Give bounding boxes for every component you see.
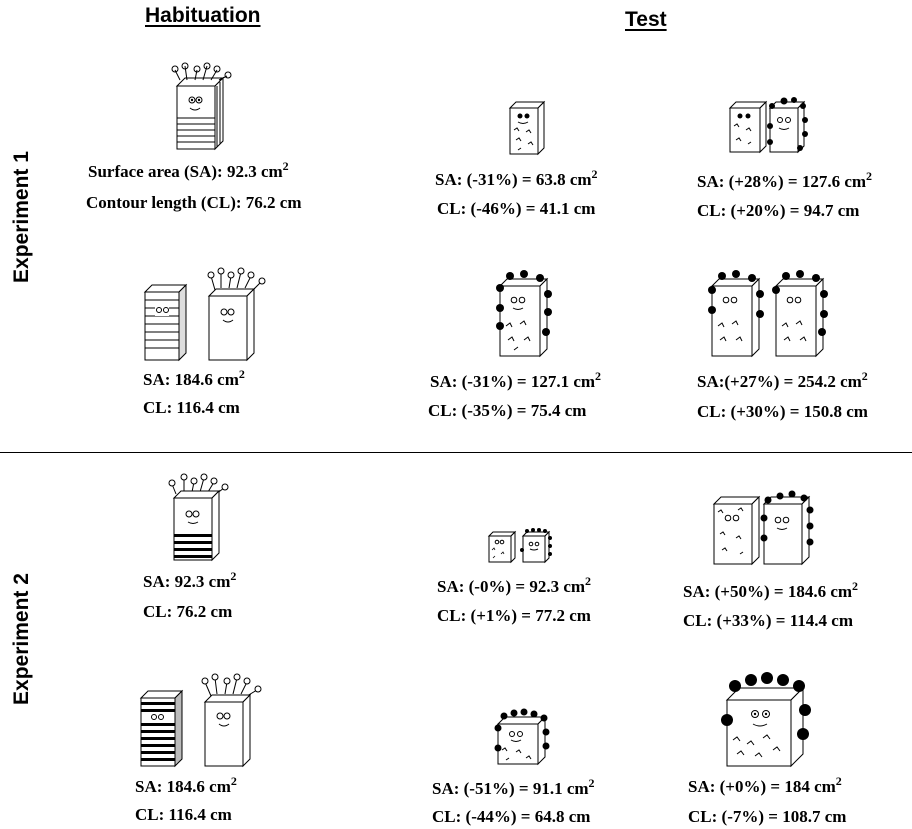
e1-r1-habituation-figure bbox=[171, 62, 232, 151]
e2-r1-habituation-sa: SA: 92.3 cm2 bbox=[143, 569, 237, 591]
e1-r1-test-2-figure bbox=[728, 97, 808, 154]
e1-r2-test-2-sa: SA:(+27%) = 254.2 cm2 bbox=[697, 369, 868, 391]
e1-r2-test-1-cl: CL: (-35%) = 75.4 cm bbox=[428, 401, 587, 420]
e1-r1-test-1-sa: SA: (-31%) = 63.8 cm2 bbox=[435, 167, 598, 189]
e1-r2-test-2-figure bbox=[708, 270, 828, 358]
e2-r2-habituation-sa: SA: 184.6 cm2 bbox=[135, 774, 237, 796]
e2-r1-test-2-figure bbox=[712, 490, 814, 566]
e1-r2-test-2-cl: CL: (+30%) = 150.8 cm bbox=[697, 402, 868, 421]
e2-r1-test-1-figure bbox=[487, 528, 552, 564]
e2-r2-habituation-cl: CL: 116.4 cm bbox=[135, 805, 232, 824]
e2-r2-test-1-cl: CL: (-44%) = 64.8 cm bbox=[432, 807, 591, 826]
e2-r1-habituation-figure bbox=[168, 473, 229, 562]
e2-r1-test-1-sa: SA: (-0%) = 92.3 cm2 bbox=[437, 574, 592, 596]
e2-r2-test-1-sa: SA: (-51%) = 91.1 cm2 bbox=[432, 776, 595, 798]
experiment-1-label: Experiment 1 bbox=[10, 151, 33, 283]
e2-r1-test-2-sa: SA: (+50%) = 184.6 cm2 bbox=[683, 579, 859, 601]
e1-r1-test-2-cl: CL: (+20%) = 94.7 cm bbox=[697, 201, 860, 220]
e1-r1-habituation-cl: Contour length (CL): 76.2 cm bbox=[86, 193, 302, 212]
e2-r2-test-1-figure bbox=[494, 708, 550, 766]
e1-r2-habituation-cl: CL: 116.4 cm bbox=[143, 398, 240, 417]
e2-r2-test-2-sa: SA: (+0%) = 184 cm2 bbox=[688, 774, 842, 796]
e1-r1-test-2-sa: SA: (+28%) = 127.6 cm2 bbox=[697, 169, 873, 191]
e2-r1-test-2-cl: CL: (+33%) = 114.4 cm bbox=[683, 611, 853, 630]
habituation-header: Habituation bbox=[145, 4, 261, 27]
e2-r2-test-2-cl: CL: (-7%) = 108.7 cm bbox=[688, 807, 847, 826]
e1-r1-test-1-cl: CL: (-46%) = 41.1 cm bbox=[437, 199, 596, 218]
experiment-divider bbox=[0, 452, 912, 453]
e1-r2-habituation-figure bbox=[143, 267, 266, 362]
e1-r2-test-1-sa: SA: (-31%) = 127.1 cm2 bbox=[430, 369, 602, 391]
e1-r2-habituation-sa: SA: 184.6 cm2 bbox=[143, 367, 245, 389]
e2-r1-habituation-cl: CL: 76.2 cm bbox=[143, 602, 233, 621]
test-header: Test bbox=[625, 8, 667, 31]
e2-r2-test-2-figure bbox=[721, 672, 811, 768]
experiment-2-label: Experiment 2 bbox=[10, 573, 33, 705]
e1-r1-test-1-figure bbox=[508, 100, 546, 156]
e2-r1-test-1-cl: CL: (+1%) = 77.2 cm bbox=[437, 606, 591, 625]
e2-r2-habituation-figure bbox=[139, 673, 262, 768]
e1-r1-habituation-sa: Surface area (SA): 92.3 cm2 bbox=[88, 159, 289, 181]
e1-r2-test-1-figure bbox=[496, 270, 552, 358]
